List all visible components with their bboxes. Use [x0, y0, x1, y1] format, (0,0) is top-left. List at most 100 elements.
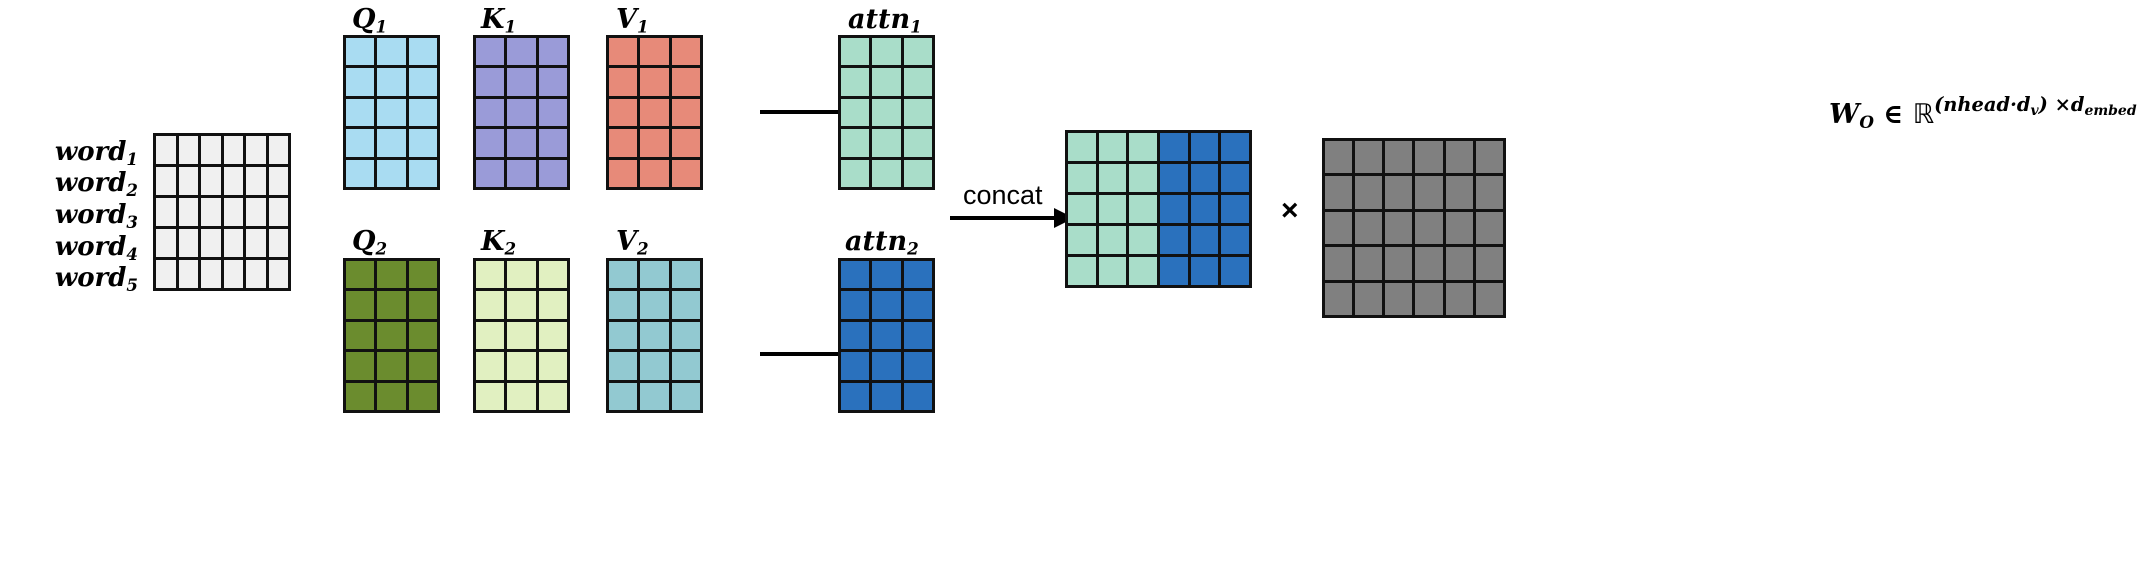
matrix-k2-cell — [507, 291, 536, 319]
label-q1-base: Q — [352, 4, 376, 35]
matrix-v1-cell — [609, 159, 638, 187]
label-k1-base: K — [481, 4, 505, 35]
matrix-v2-cell — [609, 261, 638, 289]
label-v1-base: V — [616, 4, 637, 35]
matrix-q2-cell — [408, 321, 437, 350]
matrix-k2 — [473, 258, 570, 413]
matrix-attn2-cell — [903, 291, 932, 319]
matrix-k2-cell — [538, 382, 567, 410]
matrix-attn2-cell — [872, 261, 901, 289]
matrix-k2-cell — [538, 261, 567, 289]
input-embeddings-cell — [223, 198, 243, 226]
matrix-q1-cell — [408, 98, 437, 127]
input-embeddings-cell — [178, 229, 198, 257]
matrix-v1-cell — [671, 38, 700, 66]
matrix-attn2-cell — [841, 321, 870, 350]
matrix-q1-cell — [408, 129, 437, 157]
matrix-q2-cell — [377, 321, 406, 350]
matrix-attn1-cell — [903, 129, 932, 157]
matrix-v1-cell — [640, 129, 669, 157]
matrix-v1-cell — [640, 38, 669, 66]
label-attn1-base: attn — [848, 4, 911, 35]
matrix-v1-cell — [671, 129, 700, 157]
matrix-q2-cell — [346, 261, 375, 289]
wo-label-exp-sub2: embed — [2084, 103, 2137, 120]
input-embeddings-cell — [178, 167, 198, 195]
input-embeddings-cell — [201, 167, 221, 195]
wo-cell — [1355, 282, 1383, 315]
matrix-label-q1: Q1 — [352, 6, 387, 35]
wo-cell — [1475, 282, 1503, 315]
matrix-attn2-cell — [872, 321, 901, 350]
matrix-v1-cell — [671, 159, 700, 187]
concat-cell — [1129, 164, 1157, 192]
matrix-k1-cell — [476, 159, 505, 187]
matrix-attn1-cell — [841, 159, 870, 187]
matrix-v1-cell — [609, 98, 638, 127]
matrix-k2-cell — [476, 261, 505, 289]
matrix-k2-cell — [538, 321, 567, 350]
matrix-k1-cell — [507, 98, 536, 127]
input-embeddings-cell — [223, 167, 243, 195]
matrix-attn1 — [838, 35, 935, 190]
matrix-q2-cell — [377, 382, 406, 410]
label-v2-base: V — [616, 226, 637, 257]
matrix-attn1-cell — [903, 68, 932, 96]
wo-cell — [1415, 282, 1443, 315]
label-k2-base: K — [481, 226, 505, 257]
matrix-k2-cell — [476, 352, 505, 380]
label-attn2-sub: 2 — [907, 238, 919, 259]
matrix-attn1-cell — [841, 68, 870, 96]
input-embeddings-cell — [178, 260, 198, 288]
wo-label: WO ∈ ℝ(nhead·dv) ×dembed — [1829, 95, 2137, 131]
concat-cell — [1221, 226, 1249, 254]
label-q2-sub: 2 — [375, 238, 388, 259]
input-embeddings-cell — [268, 229, 288, 257]
matrix-k1 — [473, 35, 570, 190]
concat-cell — [1068, 164, 1096, 192]
concat-cell — [1098, 226, 1127, 254]
wo-cell — [1355, 247, 1383, 280]
matrix-attn1-cell — [872, 38, 901, 66]
wo-cell — [1475, 247, 1503, 280]
concat-cell — [1190, 164, 1219, 192]
matrix-attn2-cell — [872, 291, 901, 319]
matrix-q2-cell — [377, 352, 406, 380]
matrix-label-k1: K1 — [481, 6, 516, 35]
input-embeddings-cell — [156, 198, 176, 226]
row-label-word-4-base: word — [54, 232, 127, 262]
matrix-k1-cell — [476, 98, 505, 127]
row-label-word-4: word4 — [30, 234, 138, 263]
concat-cell — [1068, 226, 1096, 254]
matrix-v1-cell — [640, 68, 669, 96]
label-v1-sub: 1 — [636, 16, 649, 37]
wo-cell — [1385, 176, 1413, 209]
input-embeddings-cell — [201, 260, 221, 288]
matrix-k1-cell — [538, 129, 567, 157]
matrix-v1-cell — [609, 129, 638, 157]
matrix-attn1-cell — [841, 98, 870, 127]
wo-cell — [1475, 176, 1503, 209]
matrix-q2-cell — [346, 352, 375, 380]
matrix-v2-cell — [609, 291, 638, 319]
wo-cell — [1445, 211, 1473, 245]
concat-cell — [1190, 226, 1219, 254]
matrix-q1-cell — [377, 68, 406, 96]
matrix-attn2-cell — [841, 261, 870, 289]
matrix-v2-cell — [640, 261, 669, 289]
input-embeddings-cell — [201, 229, 221, 257]
matrix-q1-cell — [346, 129, 375, 157]
row-label-word-3-sub: 3 — [126, 211, 138, 232]
input-embeddings-cell — [156, 260, 176, 288]
matrix-k1-cell — [507, 68, 536, 96]
concat-cell — [1159, 164, 1188, 192]
multiply-symbol: × — [1281, 194, 1299, 227]
wo-cell — [1385, 141, 1413, 174]
matrix-q1-cell — [377, 159, 406, 187]
input-embeddings-cell — [223, 136, 243, 164]
matrix-attn1-cell — [903, 159, 932, 187]
concat-cell — [1221, 164, 1249, 192]
concat-cell — [1129, 195, 1157, 223]
matrix-k1-cell — [538, 68, 567, 96]
matrix-q1 — [343, 35, 440, 190]
